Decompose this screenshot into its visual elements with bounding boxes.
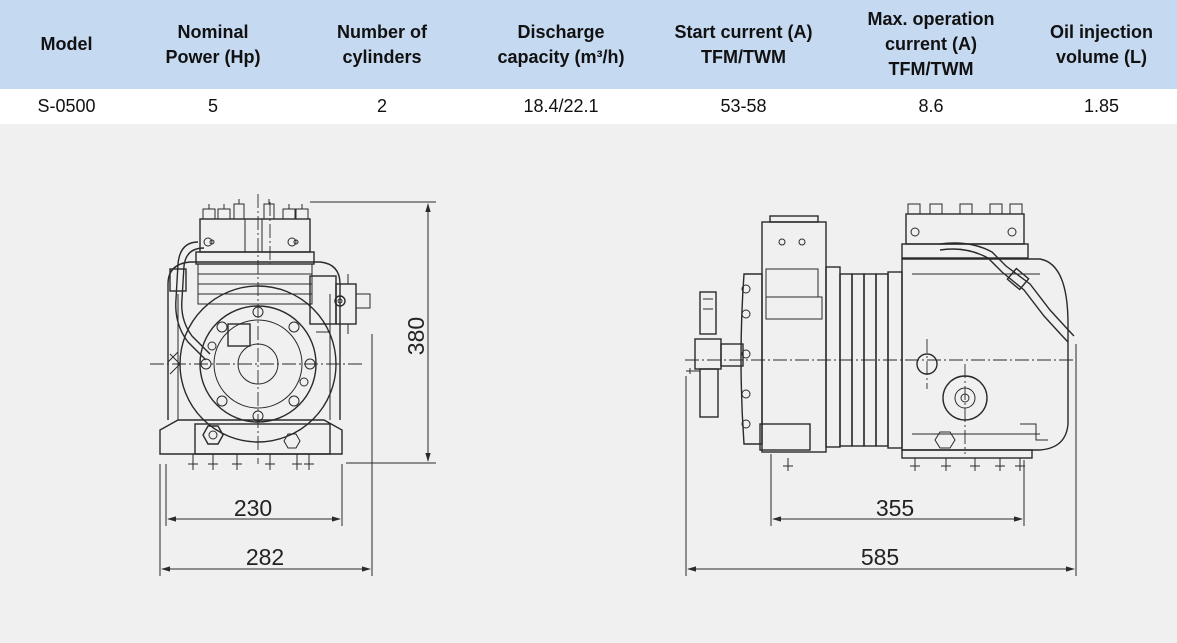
technical-drawing-area: 380 230 282 xyxy=(0,124,1177,643)
side-base-length-dim: 355 xyxy=(876,495,914,521)
cell-model: S-0500 xyxy=(37,96,96,116)
spec-table: Model Nominal Power (Hp) Number of cylin… xyxy=(0,0,1177,124)
header-model: Model xyxy=(40,34,93,54)
cell-discharge-capacity: 18.4/22.1 xyxy=(523,96,599,116)
table-row: S-0500 5 2 18.4/22.1 53-58 8.6 1.85 xyxy=(0,89,1177,124)
header-cylinders: Number of cylinders xyxy=(337,21,427,67)
header-oil-injection: Oil injection volume (L) xyxy=(1049,21,1153,67)
cell-oil-injection: 1.85 xyxy=(1083,96,1120,116)
cell-cylinders: 2 xyxy=(376,96,387,116)
front-overall-width-dim: 282 xyxy=(246,544,284,570)
header-nominal-power: Nominal Power (Hp) xyxy=(165,21,261,67)
cell-max-operation-current: 8.6 xyxy=(918,96,944,116)
front-view-drawing: 380 230 282 xyxy=(150,194,436,576)
header-max-operation-current: Max. operation current (A) TFM/TWM xyxy=(867,9,995,79)
table-header-row: Model Nominal Power (Hp) Number of cylin… xyxy=(0,0,1177,89)
front-base-width-dim: 230 xyxy=(234,495,272,521)
header-start-current: Start current (A) TFM/TWM xyxy=(674,21,813,67)
cell-start-current: 53-58 xyxy=(720,96,767,116)
technical-drawing: 380 230 282 xyxy=(150,194,1077,576)
header-discharge-capacity: Discharge capacity (m³/h) xyxy=(497,21,625,67)
cell-nominal-power: 5 xyxy=(207,96,218,116)
side-view-drawing: 355 585 xyxy=(685,203,1077,576)
side-overall-length-dim: 585 xyxy=(861,544,899,570)
front-height-dim: 380 xyxy=(403,317,429,355)
